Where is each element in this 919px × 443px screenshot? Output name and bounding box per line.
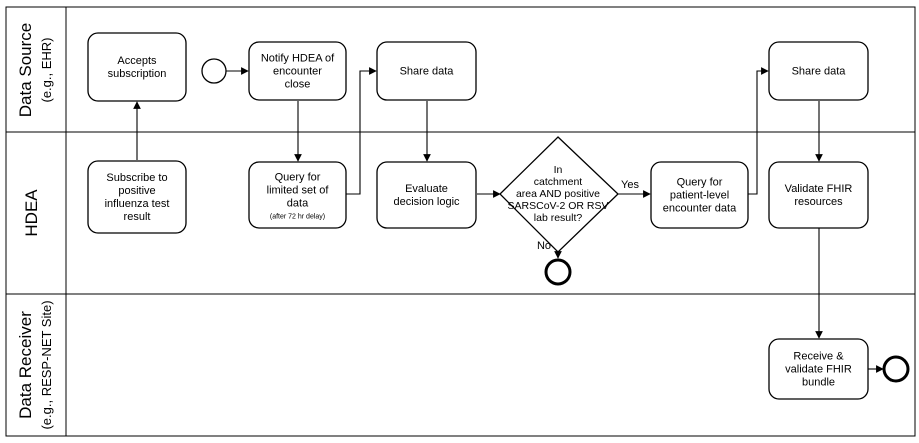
task-label-line: validate FHIR (785, 364, 852, 376)
task-label-line: Evaluate (405, 183, 448, 195)
task-label-line: Query for (275, 171, 321, 183)
task-label-line: positive (118, 185, 155, 197)
task-label-line: Query for (677, 177, 723, 189)
lane-label-data-source: Data Source (e.g., EHR) (16, 23, 54, 118)
lane-label-hdea: HDEA (22, 189, 41, 237)
gateway-no-label: No (537, 240, 551, 252)
task-label-line: subscription (108, 68, 167, 80)
lane-title: HDEA (22, 189, 41, 237)
task-label-line: patient-level (670, 190, 729, 202)
lane-title: Data Source (16, 23, 35, 118)
flow-query-to-share (346, 67, 377, 195)
gateway-question-line: SARSCoV-2 OR RSV (508, 200, 609, 212)
swimlane-pool (5, 6, 916, 437)
gateway-yes-label: Yes (621, 179, 639, 191)
task-note: (after 72 hr delay) (270, 213, 325, 220)
gateway-question-line: area AND positive (516, 188, 600, 200)
sequence-flows (133, 67, 884, 373)
flow-query-patient-to-share (748, 67, 769, 195)
task-share-data-1: Share data (376, 41, 477, 101)
task-label-line: Accepts (117, 55, 157, 67)
task-label-line: encounter data (663, 203, 737, 215)
task-label-line: Subscribe to (106, 172, 167, 184)
lane-subtitle: (e.g., RESP-NET Site) (39, 300, 54, 429)
lane-subtitle: (e.g., EHR) (39, 37, 54, 102)
task-label-line: encounter (273, 66, 322, 78)
task-label-line: Share data (792, 66, 847, 78)
task-label-line: influenza test (105, 198, 170, 210)
start-event (201, 58, 227, 84)
gateway-question-line: catchment (534, 176, 583, 188)
lane-title: Data Receiver (16, 311, 35, 419)
task-label-line: bundle (802, 377, 835, 389)
task-label-line: close (285, 79, 311, 91)
task-label-line: result (124, 211, 151, 223)
task-share-data-2: Share data (768, 41, 869, 101)
task-label-line: Receive & (793, 351, 844, 363)
gateway-question-line: lab result? (534, 212, 583, 224)
task-label-line: Validate FHIR (785, 183, 853, 195)
end-event-no (544, 258, 572, 286)
task-label-line: limited set of (267, 184, 330, 196)
end-event-final (882, 355, 910, 383)
gateway-question-line: In (554, 164, 563, 176)
lane-label-data-receiver: Data Receiver (e.g., RESP-NET Site) (16, 300, 54, 429)
task-label-line: decision logic (393, 196, 460, 208)
task-label-line: data (287, 197, 309, 209)
task-label-line: Share data (400, 66, 455, 78)
task-label-line: resources (794, 196, 843, 208)
task-label-line: Notify HDEA of (261, 53, 335, 65)
